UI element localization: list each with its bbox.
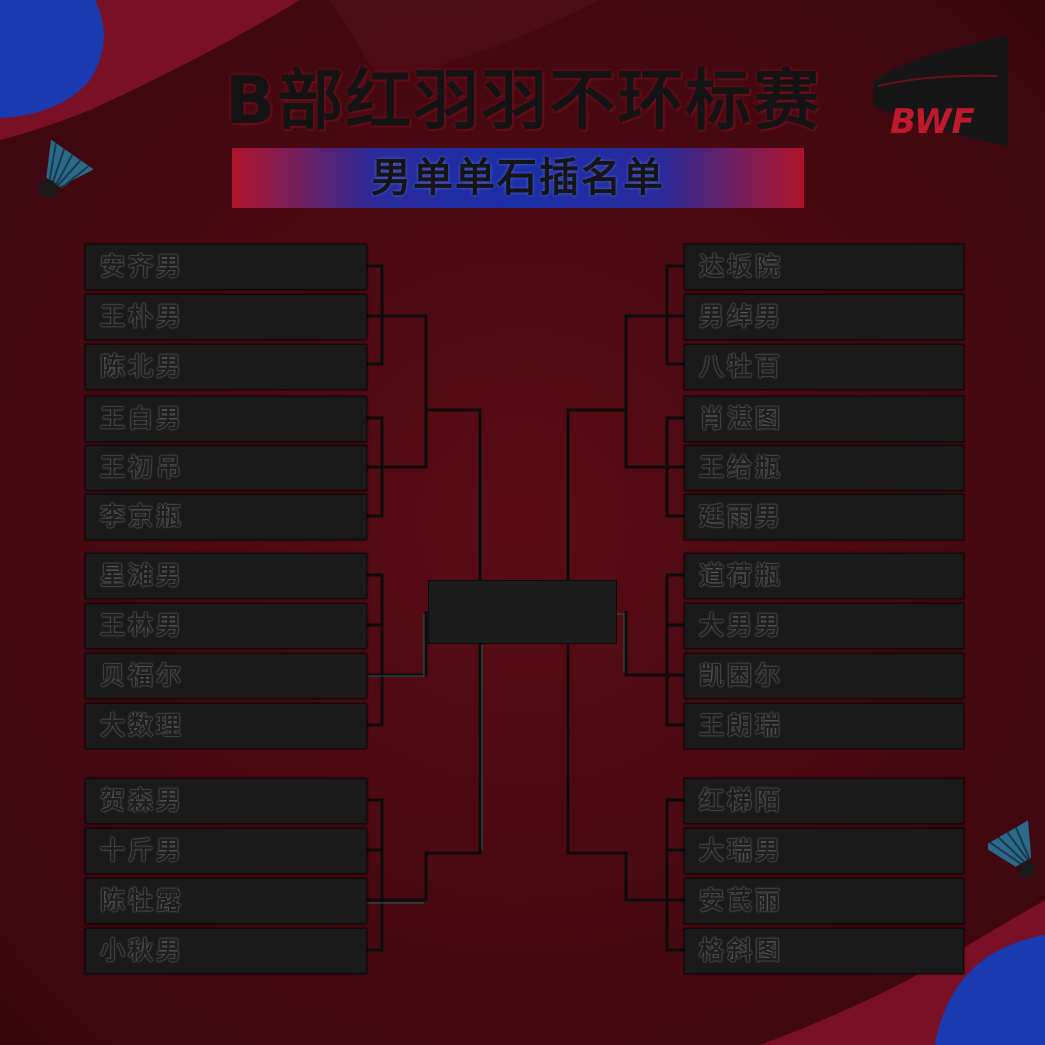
player-slot: 王初吊 <box>85 445 367 491</box>
player-name: 王林男 <box>100 611 185 640</box>
player-name: 八牡百 <box>699 352 784 381</box>
player-slot: 陈北男 <box>85 344 367 390</box>
player-name: 安芪丽 <box>699 886 784 915</box>
player-name: 凯困尔 <box>699 661 784 690</box>
player-name: 小秋男 <box>100 936 185 965</box>
player-name: 格斜图 <box>699 936 784 965</box>
logo-text: BWF <box>890 102 975 142</box>
shuttlecock-icon <box>38 140 94 199</box>
player-slot: 大数理 <box>85 703 367 749</box>
player-slot: 红梯陌 <box>684 778 964 824</box>
player-slot: 星滩男 <box>85 553 367 599</box>
player-slot: 贝福尔 <box>85 653 367 699</box>
player-name: 贝福尔 <box>100 661 185 690</box>
player-name: 安齐男 <box>100 252 185 281</box>
player-name: 男绰男 <box>699 302 784 331</box>
player-slot: 大瑞男 <box>684 828 964 874</box>
player-slot: 王朗瑞 <box>684 703 964 749</box>
player-slot: 陈牡露 <box>85 878 367 924</box>
player-slot: 王白男 <box>85 396 367 442</box>
player-name: 王给瓶 <box>699 453 784 482</box>
player-slot: 小秋男 <box>85 928 367 974</box>
player-slot: 王林男 <box>85 603 367 649</box>
player-slot: 凯困尔 <box>684 653 964 699</box>
player-slot: 八牡百 <box>684 344 964 390</box>
player-slot: 安齐男 <box>85 244 367 290</box>
player-slot: 男绰男 <box>684 294 964 340</box>
subtitle-banner: 男单单石插名单 <box>232 148 804 208</box>
player-name: 大瑞男 <box>699 836 784 865</box>
player-slot: 王朴男 <box>85 294 367 340</box>
player-name: 大男男 <box>699 611 784 640</box>
player-name: 星滩男 <box>100 561 185 590</box>
player-name: 十斤男 <box>100 836 185 865</box>
player-name: 大数理 <box>100 711 185 740</box>
player-slot: 安芪丽 <box>684 878 964 924</box>
player-slot: 格斜图 <box>684 928 964 974</box>
player-name: 贺森男 <box>100 786 185 815</box>
player-slot: 大男男 <box>684 603 964 649</box>
player-name: 王白男 <box>100 404 185 433</box>
player-name: 王初吊 <box>100 453 185 482</box>
player-name: 陈北男 <box>100 352 185 381</box>
player-slot: 肖湛图 <box>684 396 964 442</box>
player-name: 王朗瑞 <box>699 711 784 740</box>
player-name: 道荷瓶 <box>699 561 784 590</box>
page-subtitle: 男单单石插名单 <box>371 155 665 201</box>
bwf-logo: BWF <box>868 36 1010 148</box>
shuttlecock-icon <box>988 820 1036 878</box>
player-name: 红梯陌 <box>699 786 784 815</box>
player-name: 李京瓶 <box>100 502 185 531</box>
player-name: 达坂院 <box>699 252 784 281</box>
player-slot: 达坂院 <box>684 244 964 290</box>
final-slot <box>428 580 617 644</box>
player-name: 廷雨男 <box>699 502 784 531</box>
player-name: 王朴男 <box>100 302 185 331</box>
player-slot: 贺森男 <box>85 778 367 824</box>
player-name: 陈牡露 <box>100 886 185 915</box>
player-slot: 十斤男 <box>85 828 367 874</box>
player-slot: 王给瓶 <box>684 445 964 491</box>
player-slot: 李京瓶 <box>85 494 367 540</box>
player-name: 肖湛图 <box>699 404 784 433</box>
player-slot: 道荷瓶 <box>684 553 964 599</box>
page-title: B部红羽羽不环标赛 <box>225 62 822 139</box>
player-slot: 廷雨男 <box>684 494 964 540</box>
